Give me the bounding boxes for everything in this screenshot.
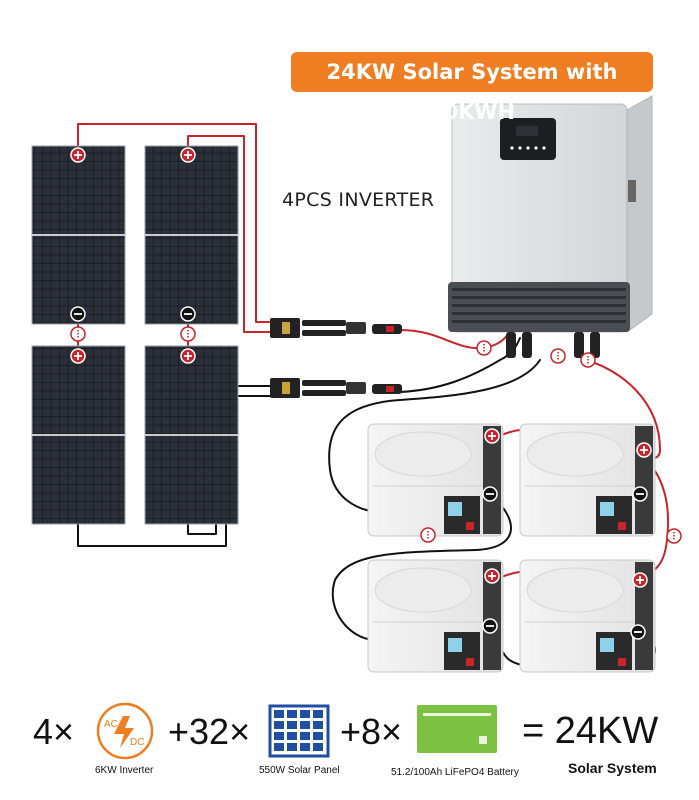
- positive-terminal-icon: [484, 428, 500, 444]
- battery-unit: [519, 559, 656, 673]
- system-total: = 24KW: [522, 710, 659, 752]
- connector-icon: [420, 527, 436, 543]
- positive-terminal-icon: [636, 442, 652, 458]
- connector-icon: [580, 352, 596, 368]
- battery-count: +8×: [340, 711, 403, 752]
- negative-terminal-icon: [632, 486, 648, 502]
- negative-terminal-icon: [70, 306, 86, 322]
- battery-icon: [417, 705, 497, 753]
- positive-terminal-icon: [484, 568, 500, 584]
- system-total-caption: Solar System: [568, 760, 657, 776]
- positive-terminal-icon: [180, 147, 196, 163]
- inverter-ac-dc-icon: AC DC: [96, 702, 154, 760]
- wire-panel-positive: [187, 135, 271, 333]
- wire-pv-negative: [399, 337, 521, 393]
- panel-caption: 550W Solar Panel: [259, 765, 340, 776]
- connector-icon: [70, 326, 86, 342]
- connector-icon: [550, 348, 566, 364]
- solar-panel: [144, 345, 239, 525]
- positive-terminal-icon: [70, 147, 86, 163]
- inverter-unit: [448, 95, 653, 358]
- solar-panel-icon: [268, 704, 330, 758]
- wire-battery-negative: [328, 359, 541, 513]
- connector-icon: [476, 340, 492, 356]
- positive-terminal-icon: [632, 572, 648, 588]
- positive-terminal-icon: [70, 348, 86, 364]
- connector-icon: [180, 326, 196, 342]
- inverter-caption: 6KW Inverter: [95, 765, 154, 776]
- battery-unit: [367, 423, 504, 537]
- negative-terminal-icon: [482, 618, 498, 634]
- wire-panel-negative: [77, 395, 271, 547]
- mc4-connectors: [270, 318, 402, 398]
- connector-icon: [666, 528, 682, 544]
- negative-terminal-icon: [180, 306, 196, 322]
- battery-unit: [519, 423, 656, 537]
- panel-count: +32×: [168, 711, 251, 752]
- solar-panel: [31, 345, 126, 525]
- wire-panel-positive: [77, 123, 279, 323]
- inverter-count-label: 4PCS INVERTER: [282, 189, 435, 211]
- wire-pv-positive: [399, 329, 513, 350]
- inverter-count: 4×: [33, 711, 75, 752]
- battery-caption: 51.2/100Ah LiFePO4 Battery: [391, 767, 519, 778]
- solar-panel: [144, 145, 239, 325]
- negative-terminal-icon: [630, 624, 646, 640]
- dc-label: DC: [130, 737, 144, 748]
- positive-terminal-icon: [180, 348, 196, 364]
- system-title-banner: 24KW Solar System with 40KWH: [291, 52, 653, 124]
- negative-terminal-icon: [482, 486, 498, 502]
- battery-unit: [367, 559, 504, 673]
- ac-label: AC: [104, 719, 118, 730]
- solar-panel: [31, 145, 126, 325]
